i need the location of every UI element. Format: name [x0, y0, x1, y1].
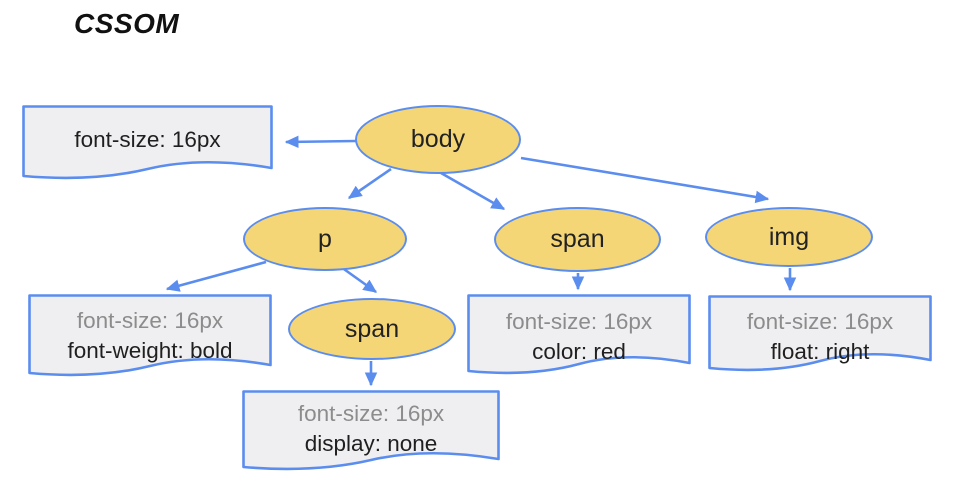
style-rule: float: right: [770, 339, 870, 364]
node-body: body: [355, 105, 521, 174]
edge-p-to-span: [340, 265, 378, 294]
document-shape: [467, 294, 691, 375]
document-shape: [708, 295, 932, 372]
node-span: span: [494, 207, 661, 272]
style-rule-inherited: font-size: 16px: [297, 401, 445, 426]
node-span-under-p-label: span: [344, 314, 400, 343]
node-body-label: body: [410, 125, 466, 153]
document-shape: [242, 390, 500, 471]
document-shape: [22, 105, 273, 180]
edge-body-to-body-style-box: [284, 135, 357, 149]
node-img: img: [705, 207, 873, 267]
style-rule-inherited: font-size: 16px: [746, 309, 894, 334]
edge-body-to-span: [440, 171, 506, 211]
style-rule: color: red: [532, 339, 626, 364]
style-rule-inherited: font-size: 16px: [505, 309, 653, 334]
style-box-img: font-size: 16px float: right: [708, 295, 932, 381]
node-span-under-p: span: [288, 298, 456, 360]
node-img-label: img: [768, 222, 810, 251]
style-rule: font-size: 16px: [74, 127, 221, 152]
node-p-label: p: [318, 224, 332, 253]
diagram-title: CSSOM: [74, 8, 180, 39]
style-rule-inherited: font-size: 16px: [76, 308, 224, 333]
style-box-span: font-size: 16px color: red: [467, 294, 691, 384]
edge-p-to-p-style-box: [165, 260, 267, 292]
style-box-p: font-size: 16px font-weight: bold: [28, 294, 272, 386]
style-box-span-under-p: font-size: 16px display: none: [242, 390, 500, 480]
node-p: p: [243, 207, 407, 271]
style-box-body: font-size: 16px: [22, 105, 273, 189]
style-rule: font-weight: bold: [67, 338, 233, 363]
node-span-label: span: [550, 225, 605, 253]
edge-body-to-p: [347, 167, 392, 200]
document-shape: [28, 294, 272, 377]
style-rule: display: none: [304, 431, 438, 456]
edge-body-to-img: [520, 156, 770, 204]
